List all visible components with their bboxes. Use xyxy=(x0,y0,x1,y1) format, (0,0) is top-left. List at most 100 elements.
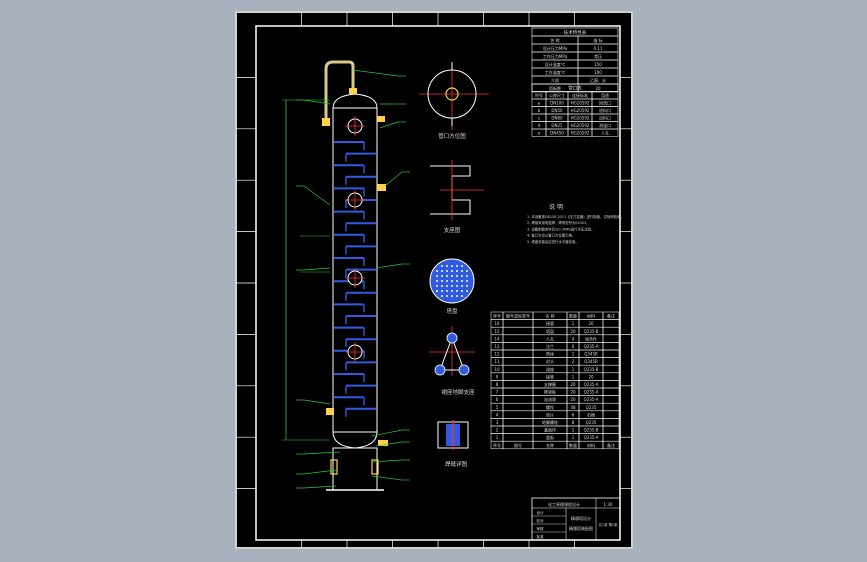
leader-line xyxy=(303,267,331,271)
cell-text: 20 xyxy=(570,397,576,402)
top-view-label: 管口方位图 xyxy=(438,132,466,140)
perforation xyxy=(461,290,463,292)
cell-text: 回流口 xyxy=(599,100,611,106)
cell-text: 6 xyxy=(496,397,499,402)
vapor-outlet-pipe xyxy=(324,60,355,118)
cell-text: 用途 xyxy=(601,92,609,98)
cell-text: 20 xyxy=(588,374,594,379)
cell-text: 7 xyxy=(496,390,499,395)
cell-text: Q235 xyxy=(586,405,597,410)
cell-text: 名 称 xyxy=(545,313,554,319)
cell-text: 降液板 xyxy=(544,389,556,395)
perforation xyxy=(451,290,453,292)
cell-text: 备注 xyxy=(607,442,615,448)
support-detail-label: 支座图 xyxy=(444,226,461,234)
cell-text: 连接标准 xyxy=(572,92,588,98)
perforation xyxy=(441,270,443,272)
cell-text: 4 xyxy=(572,336,575,341)
cell-text: 1 xyxy=(496,435,499,440)
cell-text: Q235-A xyxy=(584,390,599,395)
cell-text: 20 xyxy=(588,321,594,326)
cell-text: 10 xyxy=(494,367,500,372)
cell-text: 法兰 xyxy=(546,343,554,349)
cell-text: 20 xyxy=(570,390,576,395)
leader-line xyxy=(303,451,341,455)
perforation xyxy=(461,280,463,282)
cell-text: Q235-B xyxy=(584,428,599,433)
manhole-group xyxy=(345,116,365,362)
leader-line xyxy=(379,121,399,129)
skirt-opening-right xyxy=(371,459,379,475)
anchor-bolt-left xyxy=(434,364,446,376)
anchor-bolt-right xyxy=(458,364,470,376)
tray-stack xyxy=(334,141,376,417)
cell-text: e xyxy=(538,131,541,136)
cell-text: 螺栓 xyxy=(546,404,554,410)
cell-text: 3 xyxy=(496,420,499,425)
cell-text: DN100 xyxy=(550,101,564,106)
cell-text: 13 xyxy=(494,344,500,349)
nozzle-orientation-view: 管口方位图 xyxy=(419,62,489,140)
leader-line xyxy=(375,263,403,269)
perforation xyxy=(446,280,448,282)
perforation xyxy=(441,285,443,287)
cell-text: 9 xyxy=(496,374,499,379)
tray-plate-view: 塔盘 xyxy=(429,258,475,315)
cell-text: 数量 xyxy=(569,442,577,448)
column-shell xyxy=(332,107,378,433)
cell-text: 工作温度℃ xyxy=(545,69,566,75)
cell-text: Q235-B xyxy=(584,367,599,372)
cell-text: HG20592 xyxy=(571,108,590,113)
role-label: 批准 xyxy=(536,534,544,539)
cell-text: 备注 xyxy=(607,313,615,319)
note-line: 3. 设备制造完毕后以0.3MPa进行水压试验。 xyxy=(527,226,594,231)
cell-text: 设计温度℃ xyxy=(545,61,566,67)
scale-value: 1:30 xyxy=(604,502,613,507)
cell-text: 支撑圈 xyxy=(544,381,556,387)
perforation xyxy=(466,285,468,287)
cell-text: 接管 xyxy=(546,320,554,326)
cell-text: 数量 xyxy=(569,313,577,319)
cell-text: 工作压力MPa xyxy=(543,53,568,59)
cell-text: 基础环 xyxy=(544,427,556,433)
tray-plate-label: 塔盘 xyxy=(446,307,458,315)
perforation xyxy=(436,270,438,272)
cell-text: 筒体 xyxy=(546,351,554,357)
perforation xyxy=(446,285,448,287)
anchor-support-view: 裙座地脚支座 xyxy=(429,326,475,396)
perforation xyxy=(441,290,443,292)
cell-text: 符号 xyxy=(535,92,543,98)
perforation xyxy=(456,285,458,287)
cell-text: HG20592 xyxy=(571,131,590,136)
cell-text: 乙醇、水 xyxy=(590,77,606,83)
note-line: 5. 塔盘安装后应进行水平度检验。 xyxy=(527,239,579,244)
distillation-column xyxy=(282,60,410,491)
perforation xyxy=(456,290,458,292)
cell-text: 测温口 xyxy=(599,122,611,128)
cell-text: 4 xyxy=(496,412,499,417)
leader-line xyxy=(303,99,331,105)
perforation xyxy=(441,275,443,277)
perforation xyxy=(446,275,448,277)
cell-text: 常压 xyxy=(594,53,602,59)
cell-text: 盖板 xyxy=(546,434,554,440)
perforation xyxy=(451,275,453,277)
cell-text: a xyxy=(538,101,541,106)
feed-nozzle xyxy=(377,184,386,191)
perforation xyxy=(436,275,438,277)
cell-text: Q235-A xyxy=(584,344,599,349)
role-label: 审核 xyxy=(536,526,544,531)
skirt-opening-left xyxy=(330,459,338,475)
cell-text: 6 xyxy=(572,412,575,417)
perforation xyxy=(451,270,453,272)
cell-text: HG20592 xyxy=(571,101,590,106)
perforation xyxy=(446,295,448,297)
vapor-outlet-flange xyxy=(322,118,330,126)
top-nozzle-flange xyxy=(349,88,357,94)
perforation xyxy=(446,265,448,267)
cell-text: DN50 xyxy=(551,108,563,113)
perforation xyxy=(451,265,453,267)
